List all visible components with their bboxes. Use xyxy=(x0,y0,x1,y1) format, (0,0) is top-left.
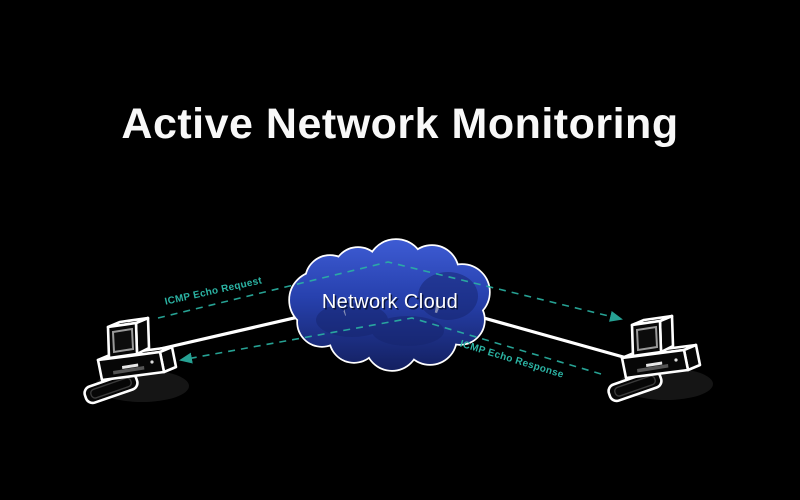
page-title: Active Network Monitoring xyxy=(121,100,679,148)
cloud-label-shadow: Network Cloud xyxy=(323,293,459,315)
right-computer-icon xyxy=(605,314,715,405)
icmp-response-arrow xyxy=(179,317,602,375)
network-cloud: Network Cloud Network Cloud xyxy=(288,238,491,372)
icmp-request-label: ICMP Echo Request xyxy=(164,275,264,307)
cloud-label: Network Cloud xyxy=(322,291,458,313)
icmp-request-arrow xyxy=(157,261,623,322)
icmp-response-label: ICMP Echo Response xyxy=(458,339,565,381)
left-computer-icon xyxy=(81,316,191,407)
cloud-shading xyxy=(316,272,478,346)
